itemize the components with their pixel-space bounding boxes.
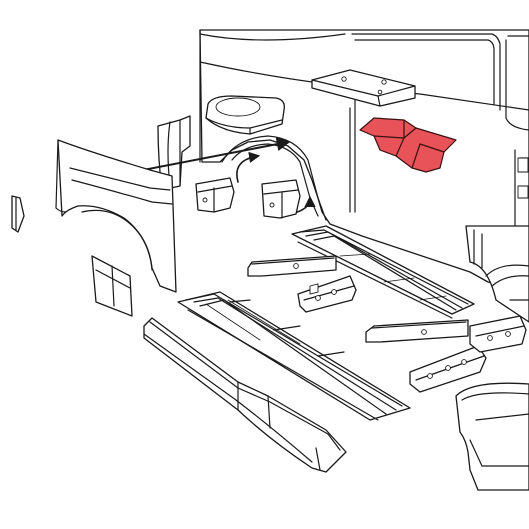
outrigger-2 xyxy=(409,345,487,393)
arch-closing-piece xyxy=(91,255,133,317)
lower-corner-patch xyxy=(11,195,25,233)
body-side xyxy=(199,29,529,293)
crossmember-1 xyxy=(247,255,337,277)
bracket-plate xyxy=(311,69,416,107)
right-arch-section xyxy=(465,225,529,323)
arrow-curved-1 xyxy=(236,151,261,183)
sill-beam xyxy=(143,317,347,473)
floor-ribbed-rear xyxy=(291,225,475,319)
outrigger-3 xyxy=(469,315,527,353)
crossmember-2 xyxy=(365,319,469,343)
rear-wheel-arch-panel xyxy=(55,139,177,293)
arch-bracket-right xyxy=(261,179,301,219)
wheel-tub xyxy=(205,95,285,135)
floor-panel-upper xyxy=(359,117,457,173)
floor-ribbed-center xyxy=(177,291,411,421)
lower-right-panel xyxy=(455,382,529,491)
arch-bracket-left xyxy=(195,177,235,213)
outrigger-1 xyxy=(297,275,357,313)
